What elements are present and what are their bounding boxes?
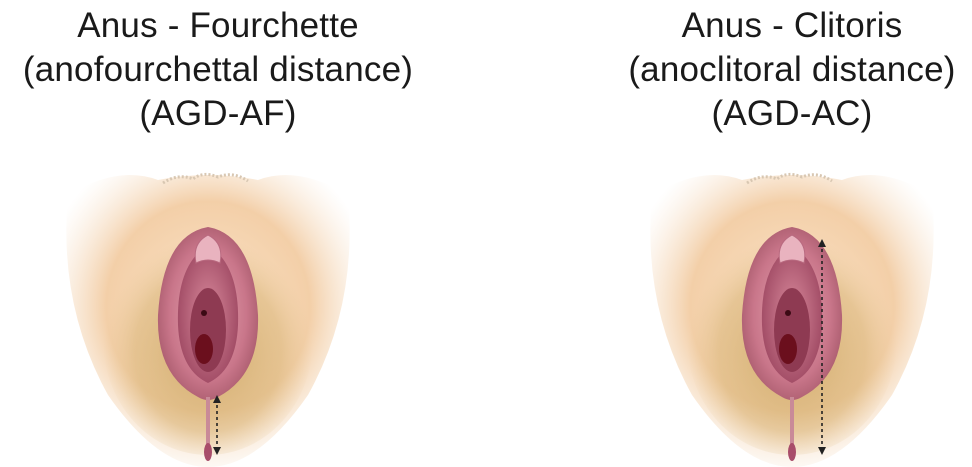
- vulva-illustration: [642, 165, 942, 467]
- vulva-illustration: [58, 165, 358, 467]
- panel-subtitle: (anoclitoral distance): [612, 48, 972, 92]
- panel-heading: Anus - Fourchette (anofourchettal distan…: [0, 4, 436, 136]
- vaginal-opening: [779, 334, 797, 364]
- panel-anus-clitoris: Anus - Clitoris (anoclitoral distance) (…: [612, 0, 972, 467]
- panel-abbreviation: (AGD-AF): [0, 92, 436, 136]
- panel-title: Anus - Fourchette: [0, 4, 436, 48]
- anus: [788, 443, 796, 461]
- panel-abbreviation: (AGD-AC): [612, 92, 972, 136]
- urethral-opening: [201, 310, 207, 316]
- vaginal-opening: [195, 334, 213, 364]
- panel-title: Anus - Clitoris: [612, 4, 972, 48]
- panel-anus-fourchette: Anus - Fourchette (anofourchettal distan…: [0, 0, 436, 467]
- panel-subtitle: (anofourchettal distance): [0, 48, 436, 92]
- panel-heading: Anus - Clitoris (anoclitoral distance) (…: [612, 4, 972, 136]
- urethral-opening: [785, 310, 791, 316]
- anus: [204, 443, 212, 461]
